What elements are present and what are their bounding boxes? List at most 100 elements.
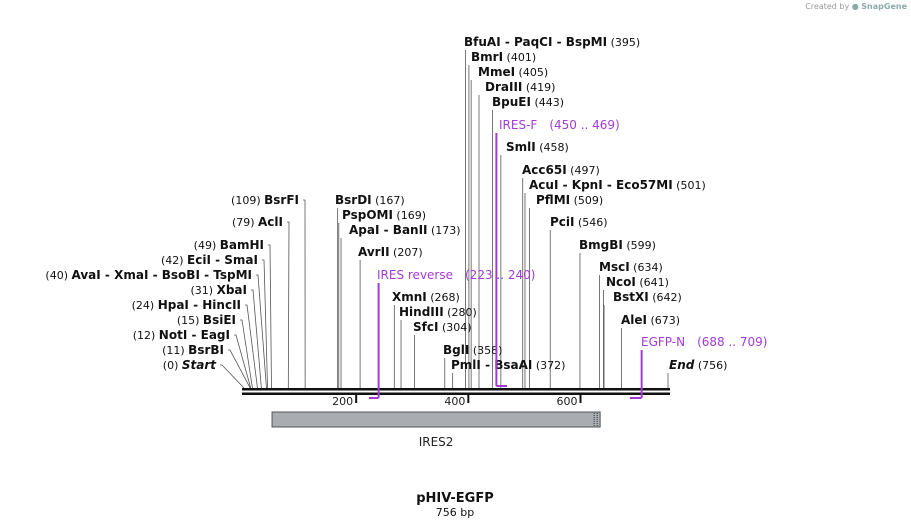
feature-bar-ires2 <box>271 411 601 428</box>
backbone-top-strand <box>242 388 670 391</box>
restriction-site-xmni: XmnI (268) <box>392 290 460 304</box>
site-label: Acc65I (497) <box>522 163 600 177</box>
site-leader-line <box>240 319 253 389</box>
restriction-site-acli: (79) AclI <box>232 215 283 229</box>
site-label: MscI (634) <box>599 260 663 274</box>
site-label: (42) EciI - SmaI <box>161 253 258 267</box>
site-label: BglI (358) <box>443 343 502 357</box>
site-label: AleI (673) <box>621 313 680 327</box>
site-label: (40) AvaI - XmaI - BsoBI - TspMI <box>45 268 252 282</box>
restriction-site-ncoi: NcoI (641) <box>606 275 669 289</box>
site-label: MmeI (405) <box>478 65 548 79</box>
restriction-site-bsrfi: (109) BsrFI <box>231 193 299 207</box>
site-label: PciI (546) <box>550 215 608 229</box>
restriction-site-alei: AleI (673) <box>621 313 680 327</box>
site-label: PspOMI (169) <box>342 208 426 222</box>
restriction-site-pcii: PciI (546) <box>550 215 608 229</box>
site-label: AvrII (207) <box>358 245 423 259</box>
site-label: BsrDI (167) <box>335 193 405 207</box>
site-label: SfcI (304) <box>413 320 472 334</box>
restriction-site-xbai: (31) XbaI <box>191 283 247 297</box>
restriction-site-hpai: (24) HpaI - HincII <box>132 298 241 312</box>
site-label: (49) BamHI <box>194 238 264 252</box>
site-leader-line <box>268 244 272 389</box>
restriction-site-hindiii: HindIII (280) <box>399 305 477 319</box>
site-leaders <box>220 50 669 389</box>
plasmid-name: pHIV-EGFP <box>416 491 494 506</box>
restriction-site-bstxi: BstXI (642) <box>613 290 682 304</box>
restriction-site-apai: ApaI - BanII (173) <box>349 223 461 237</box>
restriction-site-bsrdi: BsrDI (167) <box>335 193 405 207</box>
site-label: ApaI - BanII (173) <box>349 223 461 237</box>
ruler-ticks: 200 400 600 <box>332 395 582 408</box>
credit-brand: SnapGene <box>861 2 907 11</box>
restriction-site-bgli: BglI (358) <box>443 343 502 357</box>
site-label: (79) AclI <box>232 215 283 229</box>
restriction-site-pspomi: PspOMI (169) <box>342 208 426 222</box>
site-leader-line <box>251 289 262 389</box>
restriction-site-draiii: DraIII (419) <box>485 80 555 94</box>
features: IRES2 <box>271 411 601 449</box>
primer-label: IRES-F(450 .. 469) <box>499 118 620 132</box>
dna-backbone <box>242 388 670 395</box>
site-label: (109) BsrFI <box>231 193 299 207</box>
site-labels: (0) Start(11) BsrBI(12) NotI - EagI(15) … <box>45 35 727 372</box>
restriction-site-bmri: BmrI (401) <box>471 50 536 64</box>
restriction-site-mmei: MmeI (405) <box>478 65 548 79</box>
restriction-site-bsiei: (15) BsiEI <box>177 313 236 327</box>
site-label: PflMI (509) <box>536 193 603 207</box>
restriction-site-msci: MscI (634) <box>599 260 663 274</box>
site-label: NcoI (641) <box>606 275 669 289</box>
site-leader-line <box>262 259 268 389</box>
site-leader-line <box>228 349 251 389</box>
ruler-tick-label: 600 <box>557 395 578 408</box>
restriction-site-bamhi: (49) BamHI <box>194 238 264 252</box>
site-leader-line <box>303 199 306 389</box>
site-label: HindIII (280) <box>399 305 477 319</box>
site-label: (24) HpaI - HincII <box>132 298 241 312</box>
site-leader-line <box>256 274 267 389</box>
ruler-tick-label: 200 <box>332 395 353 408</box>
site-label: BpuEI (443) <box>492 95 564 109</box>
snapgene-credit: Created by ● SnapGene <box>805 2 907 11</box>
feature-label-ires2: IRES2 <box>419 435 454 449</box>
site-leader-line <box>287 221 290 389</box>
site-label: AcuI - KpnI - Eco57MI (501) <box>529 178 706 192</box>
site-label: BmgBI (599) <box>579 238 656 252</box>
ruler-tick-label: 400 <box>444 395 465 408</box>
site-label: (15) BsiEI <box>177 313 236 327</box>
restriction-site-pflmi: PflMI (509) <box>536 193 603 207</box>
restriction-site-noti: (12) NotI - EagI <box>133 328 230 342</box>
site-leader-line <box>234 334 252 389</box>
restriction-site-end: End (756) <box>669 358 727 372</box>
site-leader-line <box>220 364 245 389</box>
site-label: End (756) <box>669 358 727 372</box>
restriction-site-avai: (40) AvaI - XmaI - BsoBI - TspMI <box>45 268 252 282</box>
snapgene-logo-icon: ● <box>851 2 859 11</box>
site-label: BfuAI - PaqCI - BspMI (395) <box>464 35 640 49</box>
restriction-site-bpuei: BpuEI (443) <box>492 95 564 109</box>
restriction-site-acui: AcuI - KpnI - Eco57MI (501) <box>529 178 706 192</box>
site-label: (0) Start <box>163 358 217 372</box>
restriction-site-sfci: SfcI (304) <box>413 320 472 334</box>
site-label: DraIII (419) <box>485 80 555 94</box>
restriction-site-start: (0) Start <box>163 358 217 372</box>
site-leader-line <box>245 304 258 389</box>
restriction-site-pmli: PmlI - BsaAI (372) <box>451 358 565 372</box>
site-label: XmnI (268) <box>392 290 460 304</box>
restriction-site-bfuai: BfuAI - PaqCI - BspMI (395) <box>464 35 640 49</box>
credit-text: Created by <box>805 2 850 11</box>
site-label: (12) NotI - EagI <box>133 328 230 342</box>
restriction-site-bsrbi: (11) BsrBI <box>162 343 224 357</box>
site-label: PmlI - BsaAI (372) <box>451 358 565 372</box>
site-label: BstXI (642) <box>613 290 682 304</box>
restriction-site-bmgbi: BmgBI (599) <box>579 238 656 252</box>
primers: IRES reverse(223 .. 240) IRES-F(450 .. 46… <box>369 118 768 399</box>
primer-label: IRES reverse(223 .. 240) <box>377 268 535 282</box>
restriction-site-acc65i: Acc65I (497) <box>522 163 600 177</box>
site-label: BmrI (401) <box>471 50 536 64</box>
restriction-site-ecii: (42) EciI - SmaI <box>161 253 258 267</box>
site-label: (11) BsrBI <box>162 343 224 357</box>
site-label: SmlI (458) <box>506 140 569 154</box>
